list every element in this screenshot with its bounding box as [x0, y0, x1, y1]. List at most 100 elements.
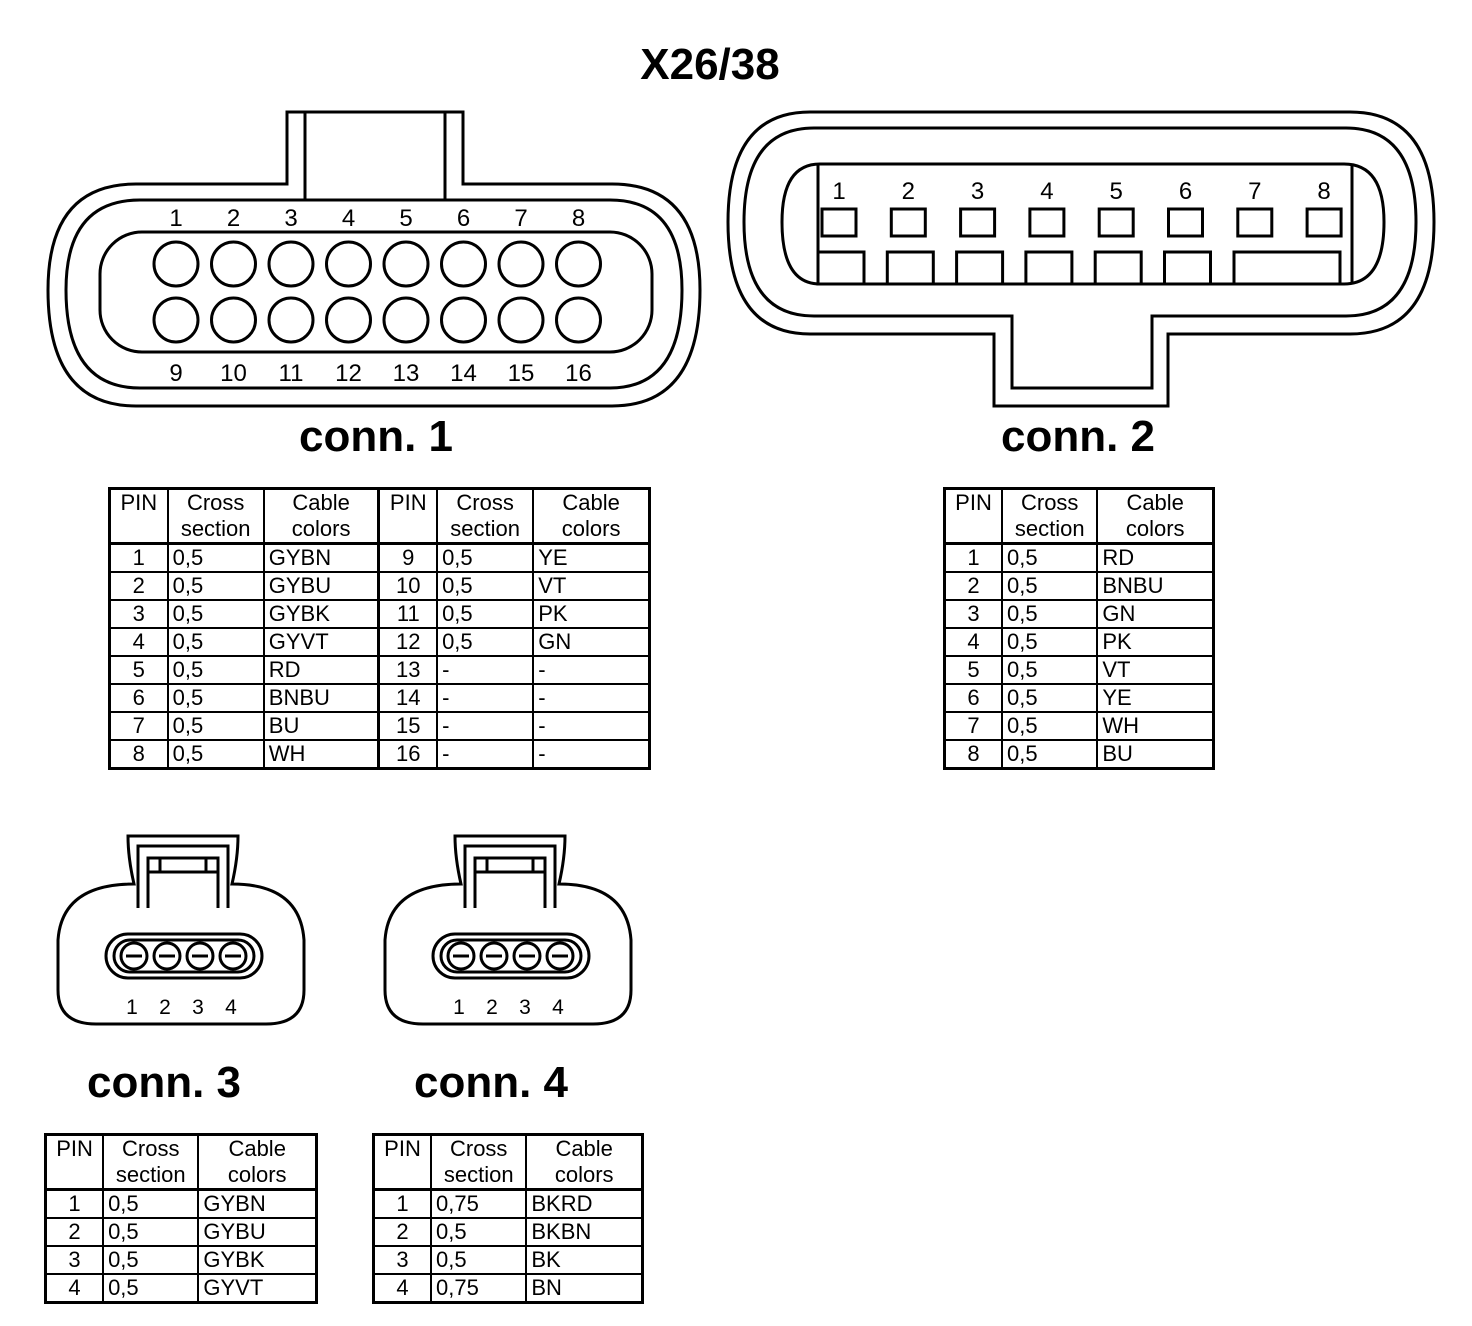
cable-color-cell: GYBN [197, 1188, 318, 1219]
cross-section-cell: 0,5 [166, 542, 265, 573]
pin-cell: 11 [377, 599, 439, 629]
pin-cell: 16 [377, 739, 439, 770]
cross-section-cell: 0,5 [166, 739, 265, 770]
cross-section-cell: 0,5 [166, 627, 265, 657]
cable-color-cell: GYBU [262, 571, 380, 601]
pin-cavity [210, 240, 257, 288]
pin-terminal [1028, 207, 1066, 238]
pin-number-label: 16 [565, 360, 592, 387]
cable-color-cell: - [532, 683, 651, 713]
header-cross-section: Cross section [1001, 487, 1099, 545]
cross-section-cell: 0,5 [430, 1245, 528, 1275]
cross-section-cell: 0,5 [166, 683, 265, 713]
cross-section-cell: 0,75 [430, 1273, 528, 1304]
cross-section-cell: 0,5 [166, 599, 265, 629]
pin-cavity [555, 240, 602, 288]
pin-number-label: 4 [225, 996, 237, 1019]
pin-cell: 4 [44, 1273, 105, 1304]
pin-cell: 1 [108, 542, 169, 573]
pin-cell: 7 [943, 711, 1004, 741]
cross-section-cell: 0,5 [430, 1217, 528, 1247]
cross-section-cell: 0,5 [1001, 655, 1099, 685]
cable-color-cell: VT [1096, 655, 1215, 685]
cable-color-cell: PK [532, 599, 651, 629]
cable-color-cell: PK [1096, 627, 1215, 657]
header-pin: PIN [943, 487, 1004, 545]
cable-color-cell: BKRD [525, 1188, 644, 1219]
connector-4-label: conn. 4 [413, 1058, 569, 1107]
connector-2-drawing [726, 110, 1436, 408]
pin-terminal [446, 941, 476, 971]
pin-number-label: 8 [572, 205, 585, 232]
pin-cell: 4 [372, 1273, 433, 1304]
pin-number-label: 1 [169, 205, 182, 232]
pin-cell: 14 [377, 683, 439, 713]
diagram-title: X26/38 [640, 40, 780, 89]
cable-color-cell: BNBU [262, 683, 380, 713]
pin-cavity [555, 296, 602, 344]
pin-cell: 6 [943, 683, 1004, 713]
pin-terminal [889, 207, 927, 238]
cable-color-cell: - [532, 739, 651, 770]
cross-section-cell: 0,5 [1001, 542, 1099, 573]
pin-cell: 2 [108, 571, 169, 601]
cross-section-cell: - [436, 711, 535, 741]
pin-terminal [1236, 207, 1274, 238]
pin-cavity [1232, 250, 1342, 286]
pin-terminal [959, 207, 997, 238]
pin-number-label: 1 [453, 996, 465, 1019]
cross-section-cell: 0,5 [1001, 627, 1099, 657]
cross-section-cell: 0,5 [436, 627, 535, 657]
cable-color-cell: GYBN [262, 542, 380, 573]
cross-section-cell: 0,5 [436, 571, 535, 601]
pin-terminal [1305, 207, 1343, 238]
pin-cell: 2 [44, 1217, 105, 1247]
pin-number-label: 10 [220, 360, 247, 387]
cross-section-cell: 0,5 [102, 1245, 200, 1275]
pin-terminal [545, 941, 575, 971]
connector-1-label: conn. 1 [298, 412, 454, 461]
header-cross-section: Cross section [436, 487, 535, 545]
pin-cell: 2 [943, 571, 1004, 601]
cross-section-cell: 0,5 [1001, 599, 1099, 629]
cable-color-cell: BU [1096, 739, 1215, 770]
pin-cavity [440, 240, 487, 288]
cable-color-cell: GN [532, 627, 651, 657]
pin-number-label: 15 [508, 360, 535, 387]
pin-cavity [955, 250, 1005, 286]
cable-color-cell: BK [525, 1245, 644, 1275]
pin-number-label: 1 [832, 178, 845, 205]
header-cable-colors: Cable colors [525, 1133, 644, 1191]
pin-number-label: 5 [1110, 178, 1123, 205]
header-pin: PIN [108, 487, 169, 545]
header-pin: PIN [377, 487, 439, 545]
cross-section-cell: 0,5 [102, 1217, 200, 1247]
table-header-row: PIN Cross section Cable colors [44, 1133, 318, 1191]
pin-terminal [185, 941, 215, 971]
pin-number-label: 14 [450, 360, 477, 387]
header-pin: PIN [44, 1133, 105, 1191]
pin-number-label: 3 [519, 996, 531, 1019]
pin-terminal [479, 941, 509, 971]
header-cross-section: Cross section [430, 1133, 528, 1191]
pin-cell: 9 [377, 542, 439, 573]
pin-cavity [816, 250, 866, 286]
pin-terminal [218, 941, 248, 971]
table-header-row: PIN Cross section Cable colors PIN Cross… [108, 487, 651, 545]
cable-color-cell: WH [1096, 711, 1215, 741]
pin-number-label: 5 [399, 205, 412, 232]
pin-cell: 5 [943, 655, 1004, 685]
pin-number-label: 12 [335, 360, 362, 387]
